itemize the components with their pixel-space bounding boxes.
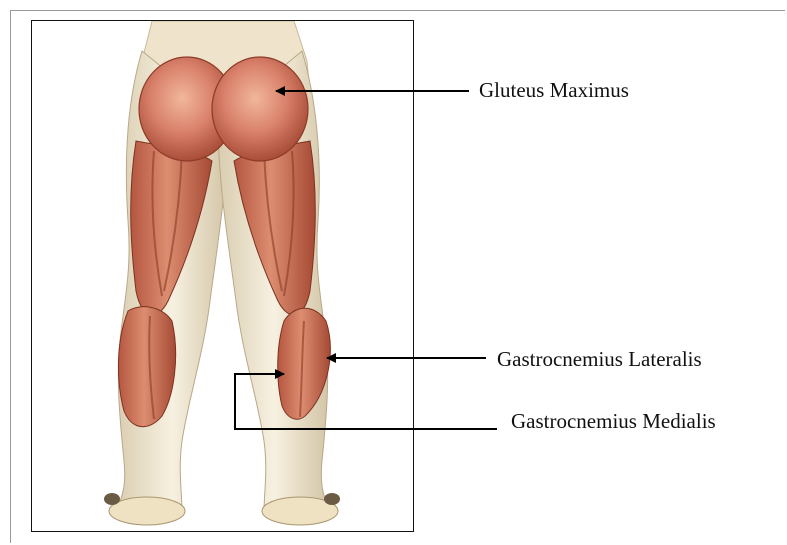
gastrocnemius-medialis-label: Gastrocnemius Medialis [511, 411, 716, 432]
gluteus-maximus-label: Gluteus Maximus [479, 80, 629, 101]
gastrocnemius-lateralis-label: Gastrocnemius Lateralis [497, 349, 702, 370]
gastrocnemius-medialis-arrow [235, 374, 497, 429]
